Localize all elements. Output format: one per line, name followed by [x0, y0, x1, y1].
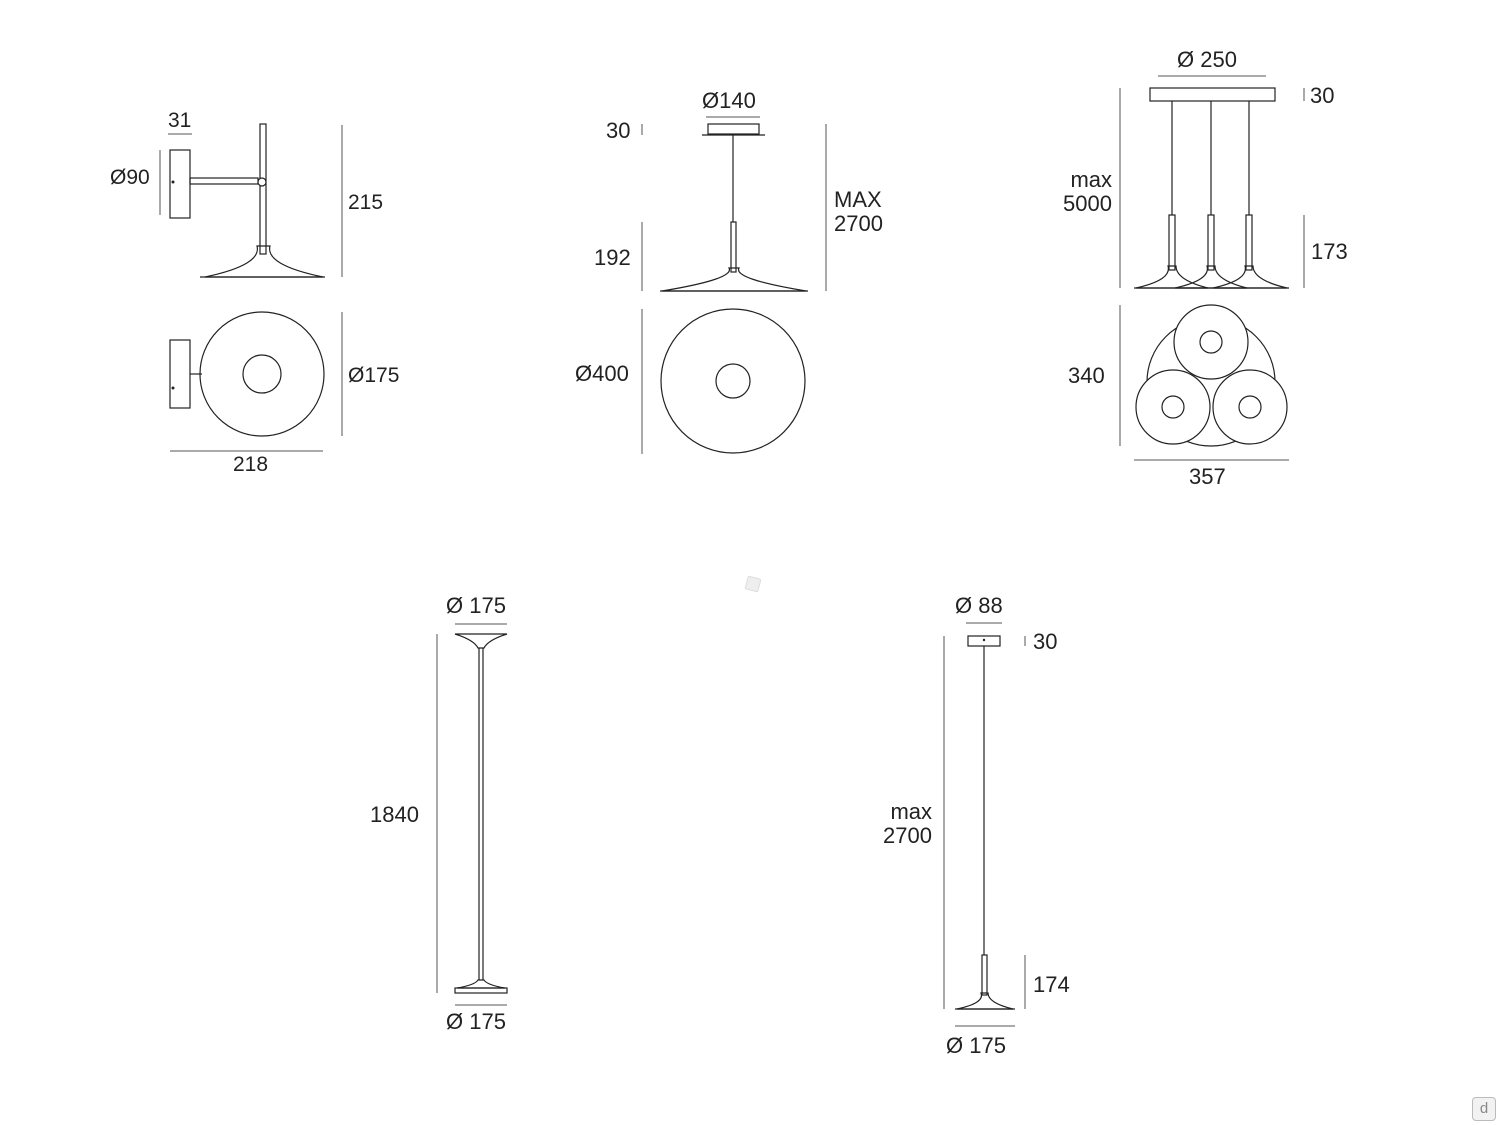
pendant-small-body-height-label: 174	[1033, 972, 1070, 997]
pendant-small-canopy-height-label: 30	[1033, 629, 1058, 654]
floor-lamp-view	[454, 633, 508, 994]
pendant-small-canopy-diameter-label: Ø 88	[955, 593, 1003, 618]
wall-plate-diameter-label: Ø90	[110, 166, 150, 189]
corner-logo-icon: d	[1472, 1097, 1496, 1121]
wall-lamp-top-dimensions	[170, 312, 343, 452]
pendant-small-shade-diameter-label: Ø 175	[946, 1033, 1006, 1058]
pendant-large-side-dimensions	[641, 116, 827, 291]
triple-max-drop-label: max 5000	[1063, 167, 1112, 216]
wall-plate-depth-label: 31	[168, 109, 192, 132]
pendant-large-top-view	[660, 308, 806, 454]
pendant-small-view	[955, 635, 1015, 1010]
pendant-large-side-view	[660, 123, 808, 292]
wall-lamp-top-view	[169, 311, 325, 437]
triple-canopy-diameter-label: Ø 250	[1177, 47, 1237, 72]
pendant-small-max-drop-label: max 2700	[883, 799, 932, 848]
pendant-small-dimensions	[943, 622, 1026, 1027]
pendant-large-canopy-height-label: 30	[606, 118, 631, 143]
triple-pendant-side-view	[1134, 87, 1289, 289]
floor-lamp-base-diameter-label: Ø 175	[446, 1009, 506, 1034]
triple-pendant-side-dimensions	[1119, 75, 1305, 288]
triple-pendant-top-dimensions	[1119, 305, 1289, 461]
floor-lamp-height-label: 1840	[370, 802, 419, 827]
triple-pendant-top-view	[1135, 304, 1288, 447]
floor-lamp-top-diameter-label: Ø 175	[446, 593, 506, 618]
pendant-large-body-height-label: 192	[594, 245, 631, 270]
triple-canopy-height-label: 30	[1310, 83, 1335, 108]
pendant-large-shade-diameter-label: Ø400	[575, 361, 629, 386]
wall-lamp-side-dimensions	[159, 125, 343, 277]
wall-lamp-shade-diameter-label: Ø175	[348, 364, 400, 387]
wall-lamp-side-view	[169, 123, 325, 278]
floor-lamp-dimensions	[436, 623, 507, 1006]
wall-lamp-height-label: 215	[348, 191, 384, 214]
pendant-large-max-drop-label: MAX 2700	[834, 187, 883, 236]
triple-cluster-width-label: 357	[1189, 464, 1226, 489]
pendant-large-canopy-diameter-label: Ø140	[702, 88, 756, 113]
triple-body-height-label: 173	[1311, 239, 1348, 264]
wall-lamp-depth-label: 218	[233, 453, 269, 476]
triple-cluster-depth-label: 340	[1068, 363, 1105, 388]
